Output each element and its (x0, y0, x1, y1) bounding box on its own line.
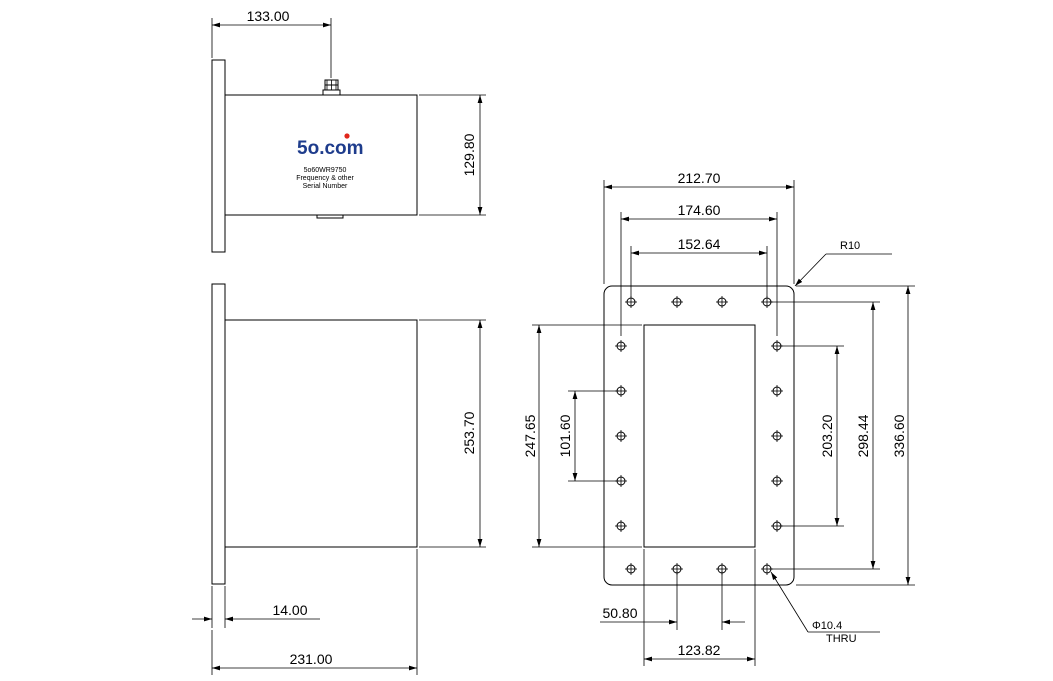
mounting-hole (615, 340, 627, 352)
dim-hole-spacing-right-outer: 298.44 (855, 414, 871, 457)
mounting-hole (771, 475, 783, 487)
mounting-hole (671, 296, 683, 308)
side-bottom-stub (316, 214, 344, 219)
label-model: 5o60WR9750 (304, 167, 347, 174)
mounting-holes (615, 296, 783, 575)
dim-hole-spacing-right-inner: 203.20 (819, 414, 835, 457)
dim-flange-to-connector: 133.00 (247, 8, 290, 24)
dim-hole-spacing-outer: 174.60 (678, 202, 721, 218)
dim-top-height: 253.70 (461, 411, 477, 454)
side-view: 5o.com 5o60WR9750 Frequency & other Seri… (211, 8, 486, 253)
logo-dot-icon (344, 133, 350, 139)
dim-flange-height: 336.60 (891, 414, 907, 457)
dim-corner-radius: R10 (840, 240, 860, 252)
mounting-hole (625, 296, 637, 308)
dim-flange-thickness: 14.00 (272, 602, 307, 618)
top-flange (211, 283, 226, 585)
mounting-hole (615, 430, 627, 442)
dim-hole-type: THRU (826, 633, 857, 645)
mounting-hole (771, 430, 783, 442)
brand-logo: 5o.com (297, 138, 364, 159)
side-flange (211, 59, 226, 253)
label-frequency: Frequency & other (296, 175, 354, 182)
dim-hole-spacing-left: 101.60 (557, 414, 573, 457)
waveguide-aperture (643, 324, 756, 548)
mounting-hole (771, 385, 783, 397)
dim-hole-offset-bottom: 50.80 (602, 605, 637, 621)
top-body (224, 319, 418, 548)
flange-outline (603, 285, 795, 586)
dim-flange-width: 212.70 (678, 170, 721, 186)
sma-connector (322, 79, 341, 96)
dim-hole-diameter: Φ10.4 (812, 620, 842, 632)
mounting-hole (716, 296, 728, 308)
dim-total-length: 231.00 (290, 651, 333, 667)
mounting-hole (615, 520, 627, 532)
label-serial: Serial Number (303, 183, 348, 190)
mounting-hole (625, 563, 637, 575)
flange-view: 212.70 174.60 152.64 R10 247.65 101.60 2… (522, 170, 915, 666)
dim-hole-spacing-inner: 152.64 (678, 236, 721, 252)
dim-aperture-height: 247.65 (522, 414, 538, 457)
dim-aperture-width: 123.82 (678, 642, 721, 658)
dim-side-height: 129.80 (461, 133, 477, 176)
top-view: 253.70 14.00 231.00 (192, 283, 486, 675)
